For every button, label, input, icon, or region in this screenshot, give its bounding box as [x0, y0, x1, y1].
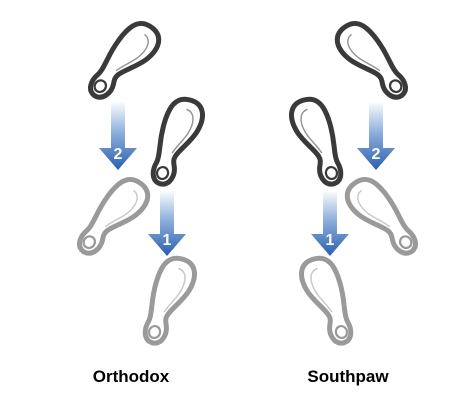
footprint-southpaw-right-end [341, 172, 423, 264]
step-arrow-orthodox-left: 2 [99, 101, 137, 170]
step-number-southpaw-right: 2 [372, 146, 381, 163]
footprint-orthodox-left-end [72, 172, 154, 264]
step-number-orthodox-right: 1 [163, 232, 172, 249]
stance-label-southpaw: Southpaw [307, 367, 389, 386]
step-arrow-southpaw-right: 2 [357, 101, 395, 170]
step-number-orthodox-left: 2 [114, 146, 123, 163]
footprint-orthodox-left-start [83, 16, 165, 108]
step-arrow-southpaw-left: 1 [311, 190, 349, 256]
footprint-southpaw-right-start [331, 16, 413, 108]
footprint-southpaw-left-start [287, 95, 348, 190]
step-number-southpaw-left: 1 [326, 232, 335, 249]
footprint-orthodox-right-start [146, 95, 207, 190]
stance-label-orthodox: Orthodox [92, 367, 170, 386]
step-arrow-orthodox-right: 1 [148, 190, 186, 256]
footprint-orthodox-right-end [138, 254, 199, 349]
footprint-southpaw-left-end [297, 254, 358, 349]
